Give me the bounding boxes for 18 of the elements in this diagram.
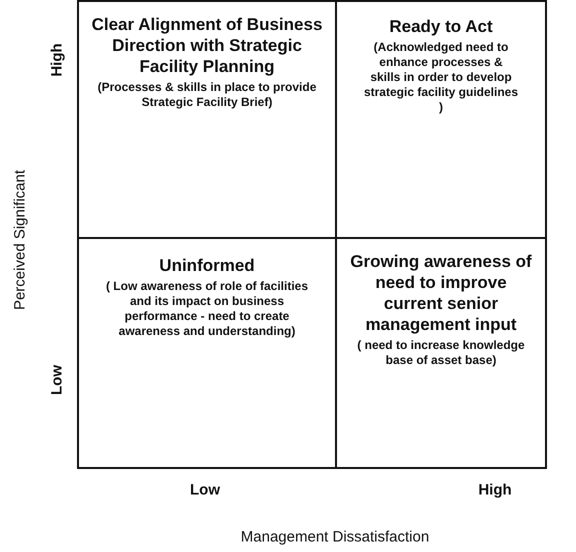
axis-title: Management Dissatisfaction — [240, 528, 430, 546]
quadrant-box — [335, 0, 547, 239]
quadrant-heading: Uninformed — [159, 255, 255, 276]
quadrant-heading: Ready to Act — [389, 16, 493, 37]
quadrant-box — [77, 237, 337, 469]
quadrant-heading: Growing awareness of need to improve current senior management input — [349, 251, 533, 335]
quadrant-description: (Processes & skills in place to provide Strategic Facility Brief) — [96, 80, 318, 110]
quadrant-box — [77, 0, 337, 239]
axis-tick-label: Low — [190, 482, 220, 498]
axis-tick-label: High — [48, 43, 66, 77]
quadrant-description: ( Low awareness of role of facilities and its impact on business performance - need to create awareness and understanding) — [104, 279, 310, 339]
quadrant-heading: Clear Alignment of Business Direction with Strategic Facility Planning — [91, 14, 323, 77]
quadrant-box — [335, 237, 547, 469]
axis-title: Perceived Significant — [12, 170, 28, 310]
axis-tick-label: High — [478, 482, 512, 498]
quadrant-description: (Acknowledged need to enhance processes & skills in order to develop strategic facility guidelines ) — [363, 40, 519, 115]
quadrant-description: ( need to increase knowledge base of asset base) — [356, 338, 526, 368]
axis-tick-label: Low — [48, 365, 66, 395]
